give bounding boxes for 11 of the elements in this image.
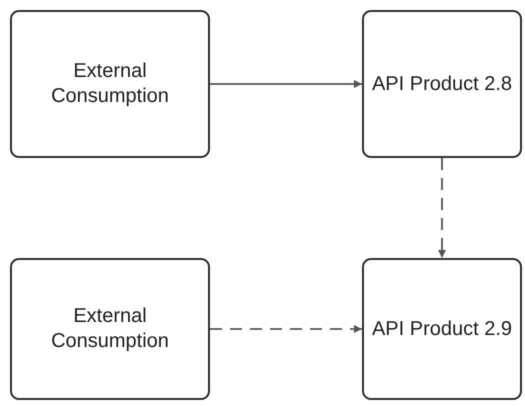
box-label: External Consumption (50, 304, 170, 354)
arrow (438, 158, 446, 258)
arrow (210, 325, 362, 333)
process-box (362, 258, 522, 400)
box-label: API Product 2.8 (372, 72, 512, 96)
process-box (10, 258, 210, 400)
process-box (10, 10, 210, 158)
box-label: External Consumption (50, 59, 170, 109)
process-box (362, 10, 522, 158)
box-label: API Product 2.9 (372, 316, 512, 342)
arrow (210, 80, 362, 88)
